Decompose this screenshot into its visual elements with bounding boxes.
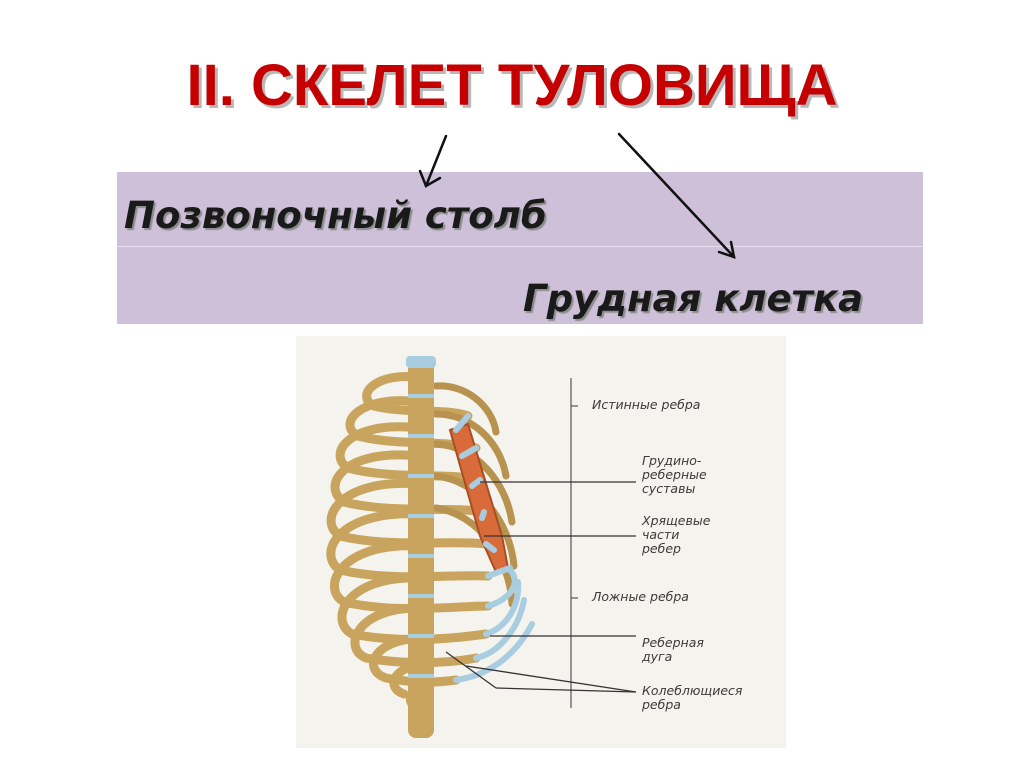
band-divider (117, 246, 923, 247)
subtitle-rib-cage: Грудная клетка (523, 277, 864, 320)
label-sternocostal-2: реберные (642, 467, 707, 482)
label-floating-2: ребра (642, 697, 681, 712)
label-sternocostal-1: Грудино- (642, 453, 702, 468)
slide-title: II. СКЕЛЕТ ТУЛОВИЩА (186, 53, 838, 118)
subtitle-band (117, 172, 923, 324)
rib-cage-illustration: Истинные ребра Грудино- реберные суставы… (296, 336, 786, 748)
subtitle-vertebral-column: Позвоночный столб (124, 194, 547, 237)
rib-cage-drawing (326, 356, 637, 738)
label-costal-arch-1: Реберная (642, 635, 704, 650)
label-costal-arch-2: дуга (642, 649, 673, 664)
label-cartilage-3: ребер (642, 541, 681, 556)
label-bracket (570, 378, 578, 708)
label-cartilage-1: Хрящевые (642, 513, 711, 528)
leader-lines (445, 481, 637, 693)
label-true-ribs: Истинные ребра (592, 397, 701, 412)
costal-cartilage (453, 413, 535, 683)
label-sternocostal-3: суставы (642, 481, 696, 496)
label-cartilage-2: части (642, 527, 680, 542)
label-floating-1: Колеблющиеся (642, 683, 743, 698)
spine (406, 356, 436, 738)
label-false-ribs: Ложные ребра (592, 589, 689, 604)
